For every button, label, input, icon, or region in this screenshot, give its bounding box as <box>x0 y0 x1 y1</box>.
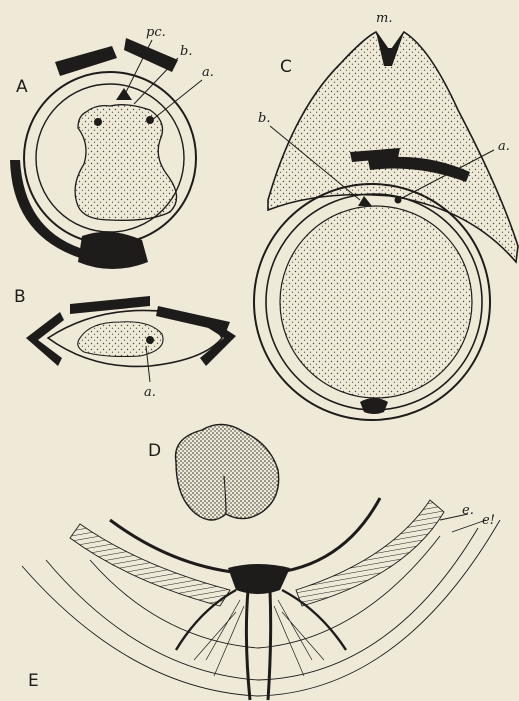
panel-a-spot-left <box>94 118 102 126</box>
panel-b-letter: B <box>14 287 26 307</box>
panel-c: C m. b. a. <box>254 11 518 420</box>
panel-a-b-label: b. <box>180 44 192 59</box>
panel-e-central-node <box>228 564 290 594</box>
panel-a-a-leader <box>152 80 202 120</box>
panel-c-m-label: m. <box>376 11 392 26</box>
panel-c-b-structure <box>358 196 372 206</box>
panel-a-hilum <box>78 232 148 269</box>
panel-a-pericarp-bottom <box>10 160 80 258</box>
panel-c-endosperm <box>280 206 472 398</box>
panel-a-letter: A <box>16 77 28 97</box>
panel-a: A pc. b. a. <box>10 25 214 269</box>
panel-b: B a. <box>14 287 236 400</box>
panel-c-b-label: b. <box>258 111 270 126</box>
panel-b-spot <box>146 336 154 344</box>
panel-e: E e. e! <box>22 498 500 700</box>
panel-e-fibres-right <box>274 600 324 676</box>
panel-a-pc-structure <box>116 88 132 100</box>
panel-c-hilum <box>360 398 388 414</box>
panel-e-letter: E <box>28 671 39 691</box>
panel-e-stalk-left <box>246 590 250 700</box>
panel-e-e1-leader <box>452 520 486 532</box>
panel-a-a-label: a. <box>202 65 214 80</box>
panel-e-fibres-left <box>194 600 244 676</box>
panel-c-a-label: a. <box>498 139 510 154</box>
panel-e-e-label: e. <box>462 503 474 518</box>
panel-c-a-spot <box>395 197 402 204</box>
panel-d-letter: D <box>148 441 161 461</box>
panel-a-pc-label: pc. <box>146 25 166 40</box>
panel-c-letter: C <box>280 57 292 77</box>
panel-a-endosperm <box>75 105 176 221</box>
panel-d: D <box>148 424 279 520</box>
panel-e-stalk-right <box>268 590 271 700</box>
panel-b-pericarp-wing-left <box>26 312 64 366</box>
panel-e-e1-label: e! <box>482 513 495 528</box>
panel-d-seed <box>176 424 279 520</box>
panel-b-a-label: a. <box>144 385 156 400</box>
